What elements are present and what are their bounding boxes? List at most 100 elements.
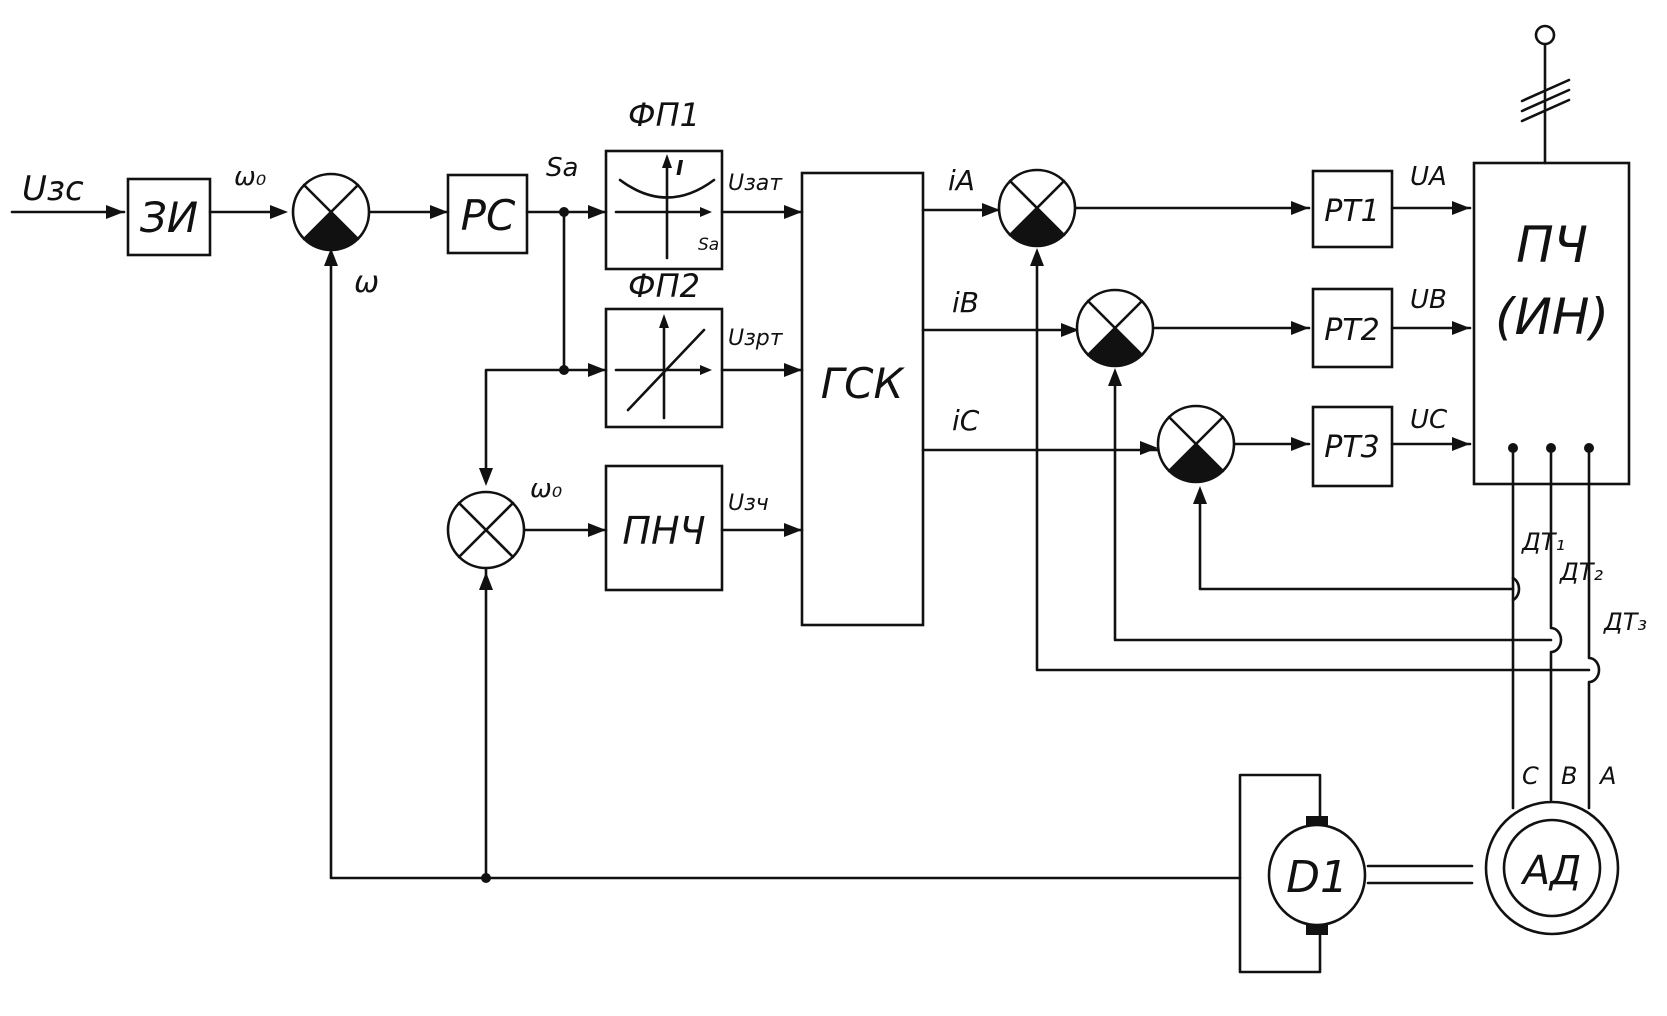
fp1-y-label: I (676, 156, 684, 180)
arrow-to-rs (430, 205, 448, 219)
label-phase-b: B (1561, 762, 1577, 790)
label-phase-c: C (1522, 762, 1539, 790)
supply-hash-3 (1520, 98, 1571, 123)
d1-bracket (1238, 773, 1322, 974)
block-pch: ПЧ (ИН) (1472, 161, 1631, 486)
terminal-a (1584, 443, 1594, 453)
summing-junction-b (1075, 288, 1155, 368)
block-fp1: ФП1 I Sa (604, 96, 724, 271)
label-i-b: iB (952, 286, 979, 319)
arrow-to-suma (982, 203, 1000, 217)
ad-label: АД (1520, 848, 1582, 894)
wire-fb-ia (1035, 252, 1591, 672)
block-zi: ЗИ (126, 177, 212, 257)
arrow-to-fp2 (588, 363, 606, 377)
arrow-to-rt3 (1291, 437, 1309, 451)
terminal-c (1508, 443, 1518, 453)
junction-sa (559, 207, 569, 217)
label-u-zat: Uзат (728, 171, 783, 196)
arrow-fp1-gsk (784, 205, 802, 219)
label-phase-a: A (1598, 762, 1616, 790)
arrow-to-sumb (1061, 323, 1079, 337)
arrow-to-sumc (1140, 441, 1158, 455)
fp1-x-arrowhead (700, 207, 712, 217)
tachogenerator-d1: D1 (1267, 816, 1367, 935)
label-u-zrt: Uзрт (728, 326, 784, 351)
wire-fb-ib (1113, 372, 1553, 642)
label-i-a: iA (948, 164, 975, 197)
zi-label: ЗИ (140, 193, 198, 242)
block-rt1: РТ1 (1311, 169, 1394, 249)
fp1-title: ФП1 (628, 96, 700, 134)
pch-label-line1: ПЧ (1516, 216, 1588, 274)
arrow-to-fp1 (588, 205, 606, 219)
wires (10, 42, 1601, 974)
label-omega0-mid: ω₀ (530, 474, 563, 504)
terminal-b (1546, 443, 1556, 453)
label-omega0-top: ω₀ (234, 162, 267, 192)
summing-junction-mid (446, 490, 526, 570)
arrow-to-pch-b (1452, 321, 1470, 335)
arrow-to-pnch (588, 523, 606, 537)
wire-sa-branch (562, 210, 608, 372)
arrow-fb-ia (1030, 248, 1044, 266)
summid-cross-b (457, 501, 515, 559)
rs-label: РС (461, 191, 516, 240)
block-gsk: ГСК (800, 171, 925, 627)
d1-label: D1 (1286, 852, 1348, 903)
arrow-pnch-gsk (784, 523, 802, 537)
summing-junction-speed (291, 172, 371, 252)
ad-inner-circle (1502, 818, 1602, 918)
pch-label-line2: (ИН) (1495, 288, 1609, 346)
rt3-label: РТ3 (1324, 430, 1380, 465)
summing-junction-c (1156, 404, 1236, 484)
wire-phase-c-bump (1511, 576, 1521, 602)
label-omega: ω (354, 265, 379, 300)
fp2-box (604, 307, 724, 429)
wire-speed-feedback (329, 260, 1242, 880)
arrowheads (106, 201, 1470, 590)
wire-fb-ic (1198, 494, 1515, 591)
sumc-shade (1169, 444, 1223, 483)
fp2-x-arrowhead (700, 365, 712, 375)
rs-box (446, 173, 529, 255)
label-u-zch: Uзч (728, 491, 769, 516)
sumb-shade (1088, 328, 1142, 367)
block-rs: РС (446, 173, 529, 255)
block-pnch: ПНЧ (604, 464, 724, 592)
rt3-box (1311, 405, 1394, 488)
label-i-c: iC (952, 404, 980, 437)
junction-fp2 (559, 365, 569, 375)
block-rt3: РТ3 (1311, 405, 1394, 488)
signal-labels: Uзс ω₀ ω Sa Uзат Uзрт ω₀ Uзч iA iB iC UA… (22, 153, 1647, 790)
junction-speed (481, 873, 491, 883)
suma-shade (1010, 208, 1064, 247)
arrow-to-zi (106, 205, 124, 219)
fp1-curve (618, 178, 716, 199)
supply-terminal (1534, 24, 1556, 46)
arrow-fb-ib (1108, 368, 1122, 386)
label-dt3: ДТ₃ (1603, 608, 1647, 636)
label-dt1: ДТ₁ (1521, 528, 1565, 556)
arrow-to-summid-top (479, 468, 493, 486)
fp2-y-arrowhead (659, 314, 669, 328)
gsk-box (800, 171, 925, 627)
arrow-to-sum1 (270, 205, 288, 219)
fp1-y-arrowhead (662, 154, 672, 168)
fp2-line (626, 328, 706, 412)
label-sa: Sa (546, 153, 578, 183)
supply-hash-1 (1520, 78, 1571, 103)
wire-phase-b (1549, 446, 1563, 802)
fp1-x-label: Sa (698, 235, 719, 255)
summing-junction-a (997, 168, 1077, 248)
wire-phase-a (1587, 446, 1601, 810)
arrow-fb-omega (324, 248, 338, 266)
wire-fp2-sum-mid (484, 368, 566, 472)
rt2-label: РТ2 (1324, 313, 1380, 348)
sum1-shade (304, 212, 358, 251)
arrow-to-pch-a (1452, 201, 1470, 215)
junctions (481, 24, 1594, 883)
label-u-zs: Uзс (22, 169, 84, 209)
gsk-label: ГСК (821, 359, 906, 408)
